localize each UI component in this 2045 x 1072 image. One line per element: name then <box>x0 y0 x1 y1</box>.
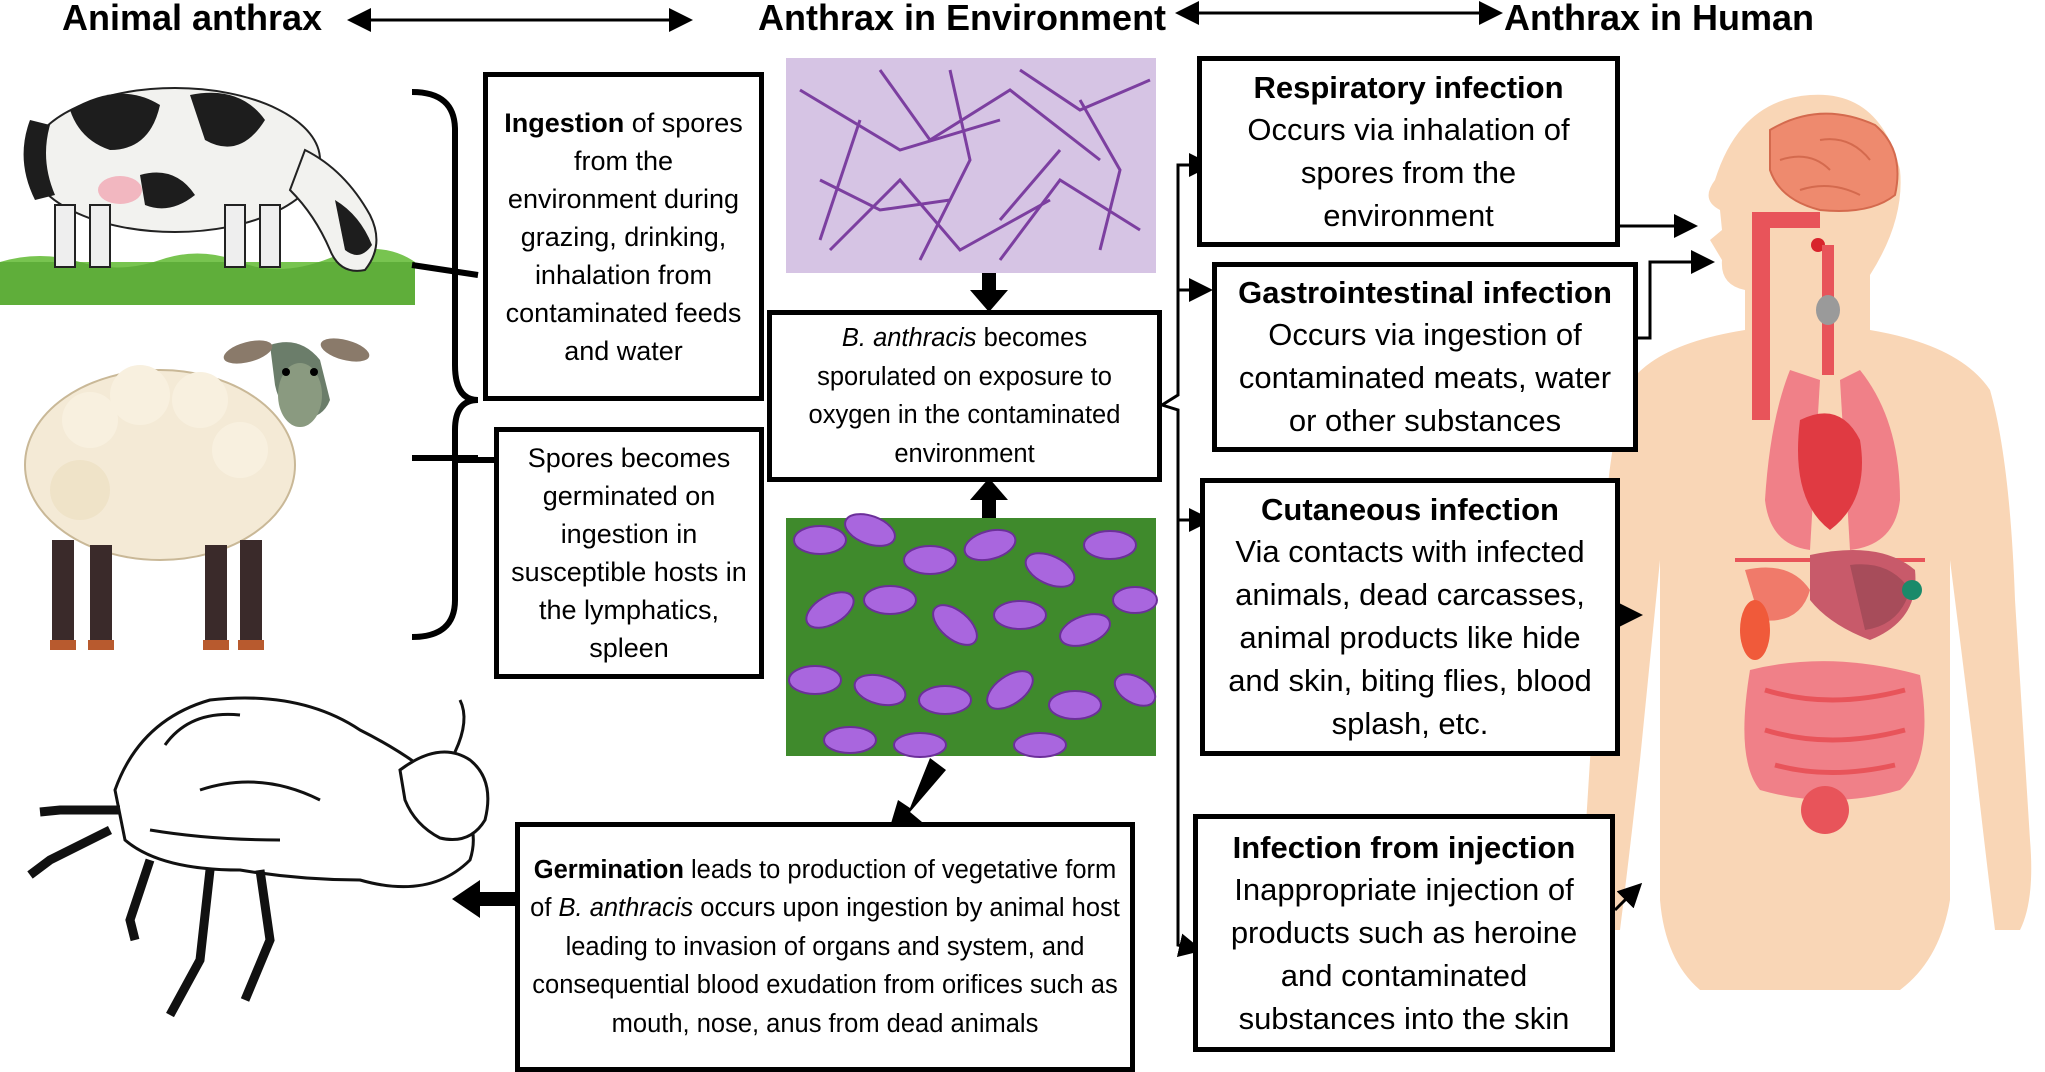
germination-text: Germination leads to production of veget… <box>530 851 1120 1044</box>
cow-illustration-icon <box>0 87 415 305</box>
germinated-box: Spores becomes germinated on ingestion i… <box>494 427 764 679</box>
ingestion-box: Ingestion of spores from the environment… <box>483 72 764 401</box>
header-anthrax-environment: Anthrax in Environment <box>758 0 1167 38</box>
germination-part1: leads to production of vegetative form o… <box>530 855 1117 923</box>
injection-infection-box: Infection from injection Inappropriate i… <box>1193 814 1615 1052</box>
cutaneous-title: Cutaneous infection <box>1261 492 1559 527</box>
left-brace <box>411 89 495 640</box>
respiratory-body: Occurs via inhalation of spores from the… <box>1247 111 1570 233</box>
header-animal-anthrax: Animal anthrax <box>62 0 323 38</box>
ingestion-text: Ingestion of spores from the environment… <box>498 104 749 370</box>
sporulation-text: B. anthracis becomes sporulated on expos… <box>782 319 1147 473</box>
cutaneous-body: Via contacts with infected animals, dead… <box>1228 534 1592 741</box>
respiratory-title: Respiratory infection <box>1253 69 1564 105</box>
germination-box: Germination leads to production of veget… <box>515 822 1135 1072</box>
gastrointestinal-body: Occurs via ingestion of contaminated mea… <box>1238 317 1612 438</box>
germination-part2: occurs upon ingestion by animal host lea… <box>532 894 1120 1038</box>
sporulation-italic: B. anthracis <box>841 324 977 352</box>
injection-body: Inappropriate injection of products such… <box>1230 871 1578 1036</box>
sheep-illustration-icon <box>24 338 370 650</box>
ingestion-bold: Ingestion <box>504 107 625 138</box>
ingestion-rest: of spores from the environment during gr… <box>505 107 743 366</box>
sporulation-rest: becomes sporulated on exposure to oxygen… <box>808 324 1121 468</box>
human-anatomy-icon <box>1583 94 2032 991</box>
human-connectors <box>1161 153 1715 958</box>
header-arrows <box>347 1 1503 32</box>
bacillus-micrograph-icon <box>786 58 1156 273</box>
cutaneous-infection-box: Cutaneous infection Via contacts with in… <box>1200 478 1620 756</box>
gastrointestinal-title: Gastrointestinal infection <box>1238 275 1612 310</box>
injection-title: Infection from injection <box>1232 829 1576 865</box>
gastrointestinal-infection-box: Gastrointestinal infection Occurs via in… <box>1212 262 1638 452</box>
header-anthrax-human: Anthrax in Human <box>1504 0 1815 38</box>
germination-bold: Germination <box>533 855 684 884</box>
environment-arrows <box>452 273 1008 918</box>
germinated-text: Spores becomes germinated on ingestion i… <box>511 443 747 663</box>
spore-micrograph-icon <box>786 513 1158 758</box>
germination-italic: B. anthracis <box>558 894 694 923</box>
respiratory-infection-box: Respiratory infection Occurs via inhalat… <box>1197 56 1620 247</box>
sporulation-box: B. anthracis becomes sporulated on expos… <box>767 310 1162 482</box>
dead-animal-illustration-icon <box>27 696 490 1018</box>
